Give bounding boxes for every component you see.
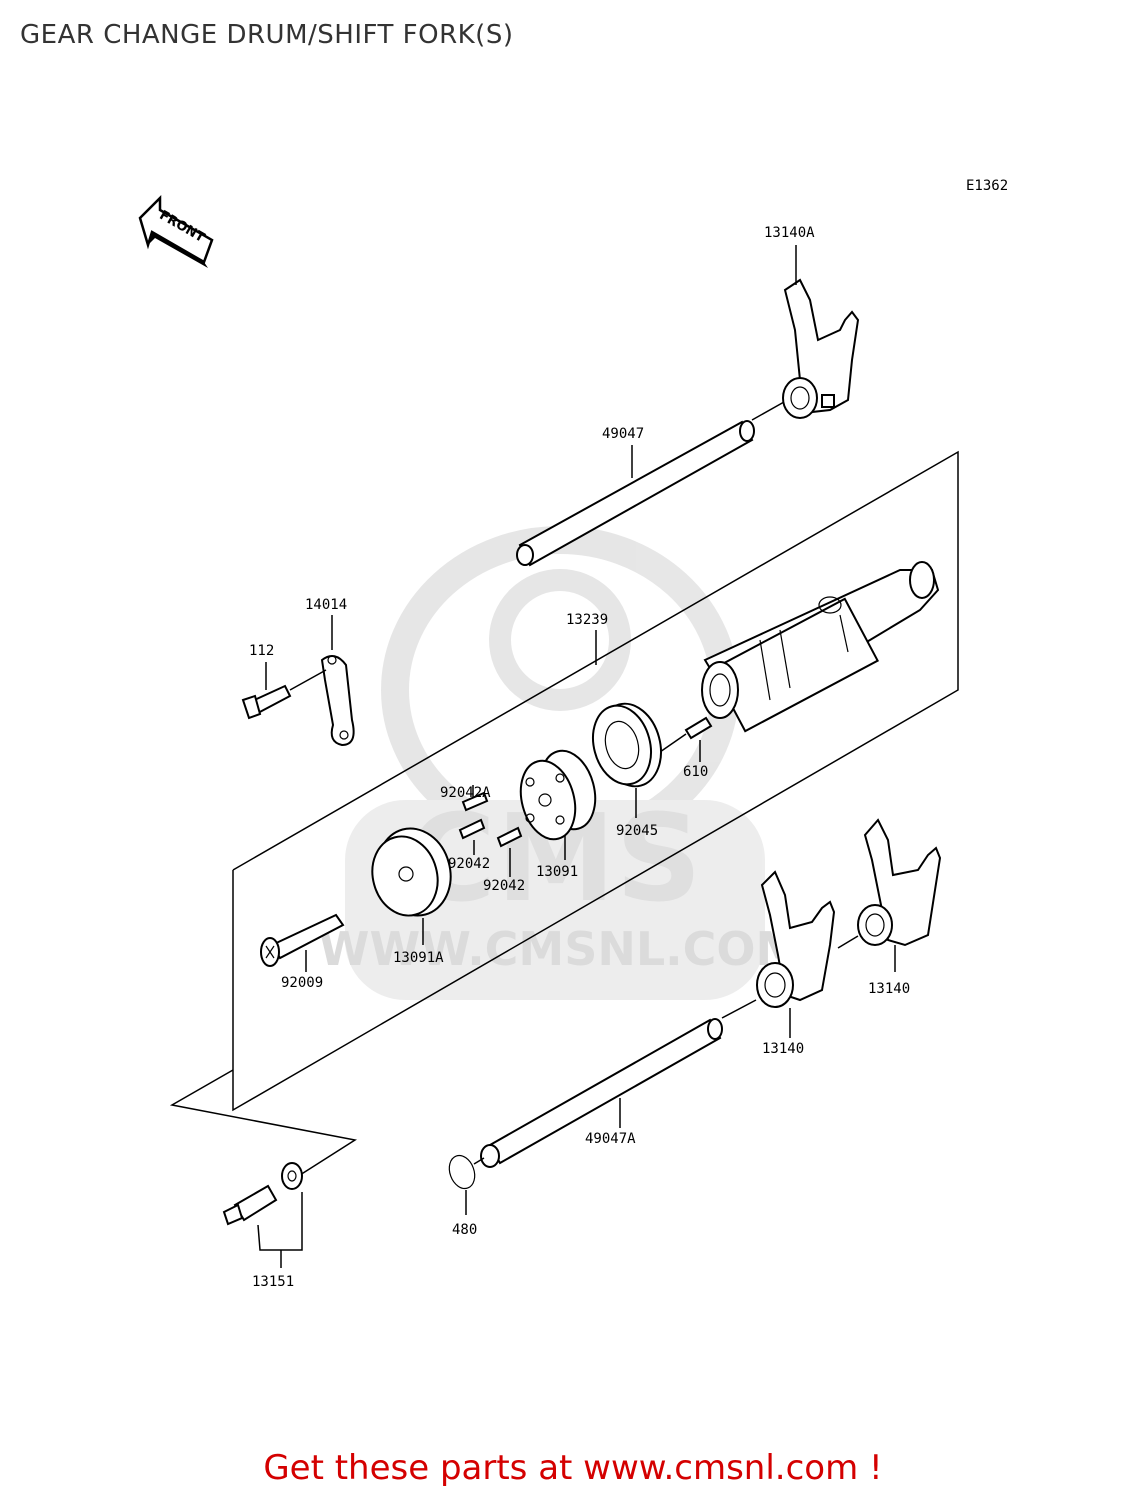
circlip-480 [448,1154,485,1215]
label-49047: 49047 [602,426,644,442]
label-13091: 13091 [536,864,578,880]
gear-change-drum-13239 [595,561,940,733]
page-title: GEAR CHANGE DRUM/SHIFT FORK(S) [20,20,514,50]
label-13091A: 13091A [393,950,444,966]
label-13239: 13239 [566,612,608,628]
pin-holder-13091 [519,749,597,860]
label-13140-middle: 13140 [762,1041,804,1057]
shift-fork-13140-middle [756,870,859,1038]
shaft-49047 [516,401,785,567]
diagram-code: E1362 [966,178,1008,194]
bolt-112 [241,662,327,720]
neutral-switch-13151 [222,1162,303,1268]
pin-610 [659,716,713,762]
watermark: CMS WWW.CMSNL.COM [319,526,802,1000]
label-92042-a: 92042 [448,856,490,872]
assembly-frame [169,450,959,1176]
shift-fork-13140A [782,245,860,419]
bearing-92045 [592,702,662,818]
label-92042-b: 92042 [483,878,525,894]
label-13151: 13151 [252,1274,294,1290]
label-480: 480 [452,1222,477,1238]
label-92042A: 92042A [440,785,491,801]
cam-plate-13091A [371,827,452,945]
label-92009: 92009 [281,975,323,991]
footer-promo-link[interactable]: Get these parts at www.cmsnl.com ! [263,1448,883,1488]
screw-92009 [260,913,345,972]
label-13140-right: 13140 [868,981,910,997]
pins-92042 [458,785,523,877]
label-610: 610 [683,764,708,780]
front-arrow-icon: FRONT [138,194,214,268]
label-49047A: 49047A [585,1131,636,1147]
shaft-49047A [480,999,757,1168]
label-92045: 92045 [616,823,658,839]
label-14014: 14014 [305,597,347,613]
watermark-url: WWW.CMSNL.COM [319,922,802,976]
shift-fork-13140-right [857,818,942,972]
label-112: 112 [249,643,274,659]
label-13140A: 13140A [764,225,815,241]
plate-14014 [320,615,355,747]
